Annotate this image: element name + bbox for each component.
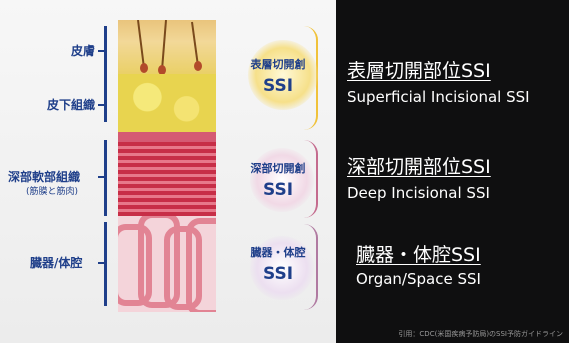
skin-layer-illustration — [118, 20, 216, 74]
callout-organ: 臓器・体腔 SSI — [228, 244, 328, 284]
bracket-deep — [104, 140, 107, 216]
organ-layer-illustration — [118, 216, 216, 312]
callout-deep: 深部切開創 SSI — [228, 160, 328, 200]
callout-organ-label: 臓器・体腔 — [228, 244, 328, 260]
category-organ-en: Organ/Space SSI — [356, 270, 481, 288]
layer-label-deep-soft-tissue-note: (筋膜と筋肉) — [26, 184, 78, 197]
category-superficial-ja: 表層切開部位SSI — [347, 56, 491, 83]
category-organ-ja: 臓器・体腔SSI — [356, 240, 481, 267]
tick-deep — [98, 176, 106, 178]
layer-label-skin: 皮膚 — [71, 42, 95, 59]
diagram-panel: 皮膚 皮下組織 深部軟部組織 (筋膜と筋肉) 臓器/体腔 表層切開創 SSI — [0, 0, 336, 343]
bracket-skin-subq — [104, 26, 107, 122]
callout-deep-code: SSI — [228, 180, 328, 200]
tick-skin — [98, 50, 106, 52]
citation: 引用：CDC(米国疾病予防局)のSSI予防ガイドライン — [398, 329, 563, 339]
callout-organ-code: SSI — [228, 264, 328, 284]
callout-superficial: 表層切開創 SSI — [228, 56, 328, 96]
muscle-layer-illustration — [118, 142, 216, 216]
callout-superficial-label: 表層切開創 — [228, 56, 328, 72]
tick-subq — [98, 104, 106, 106]
fascia-layer-illustration — [118, 132, 216, 142]
layer-label-deep-soft-tissue: 深部軟部組織 — [8, 168, 80, 185]
tick-organ — [98, 262, 106, 264]
category-superficial-en: Superficial Incisional SSI — [347, 88, 530, 106]
category-deep-en: Deep Incisional SSI — [347, 184, 490, 202]
bracket-organ — [104, 222, 107, 306]
hair-follicles — [118, 20, 216, 74]
layer-label-subcutaneous: 皮下組織 — [47, 96, 95, 113]
callout-superficial-code: SSI — [228, 76, 328, 96]
callout-deep-label: 深部切開創 — [228, 160, 328, 176]
category-deep-ja: 深部切開部位SSI — [347, 152, 491, 179]
layer-label-organ-space: 臓器/体腔 — [30, 254, 82, 271]
subcutaneous-layer-illustration — [118, 74, 216, 132]
